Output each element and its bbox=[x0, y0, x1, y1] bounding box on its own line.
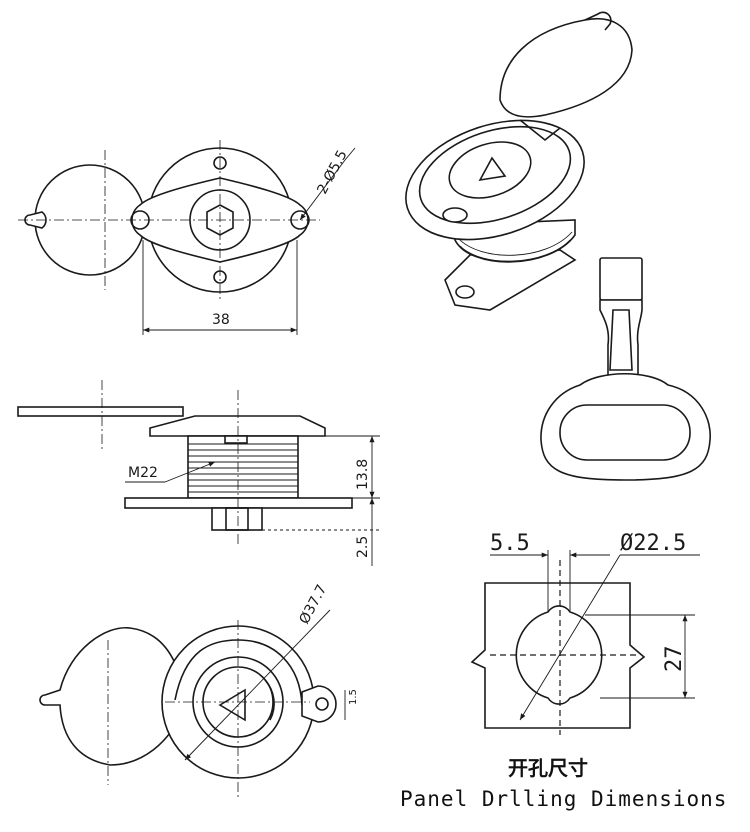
flange-side bbox=[149, 415, 326, 437]
triangle-key bbox=[540, 257, 711, 481]
panel-plate bbox=[124, 497, 353, 509]
panel-cutout-view: 5.5 Ø22.5 27 bbox=[470, 531, 700, 735]
key-tip bbox=[599, 257, 643, 301]
thread-lines bbox=[188, 443, 298, 493]
iso-hinge bbox=[519, 119, 561, 142]
iso-triangle-socket bbox=[478, 156, 507, 182]
flange-diameter-label: Ø37.7 bbox=[296, 582, 330, 627]
threaded-body bbox=[187, 435, 299, 499]
shoulder bbox=[224, 435, 248, 444]
panel-outline bbox=[470, 582, 646, 729]
cutout-shape bbox=[515, 605, 603, 705]
top-view: 2-Ø5.5 38 bbox=[18, 140, 356, 335]
key-handle bbox=[540, 372, 711, 481]
cam-nut bbox=[211, 507, 263, 531]
iso-dust-cover bbox=[499, 18, 633, 118]
front-view: Ø37.7 1.5 bbox=[39, 582, 359, 800]
dust-cover-side bbox=[17, 406, 184, 417]
key-handle-hole bbox=[559, 404, 691, 461]
dust-cover-front bbox=[39, 627, 186, 766]
iso-mounting-plate bbox=[444, 249, 577, 311]
screw-hole-top bbox=[213, 156, 227, 170]
caption-chinese: 开孔尺寸 bbox=[508, 756, 588, 780]
side-tab bbox=[301, 685, 337, 723]
body-height-label: 13.8 bbox=[355, 459, 371, 490]
caption-english: Panel Drlling Dimensions bbox=[400, 787, 727, 811]
cutout-height-label: 27 bbox=[662, 646, 687, 673]
thread-label: M22 bbox=[128, 465, 158, 481]
hole-callout-label: 2-Ø5.5 bbox=[314, 148, 350, 197]
iso-cylinder bbox=[448, 141, 532, 199]
cutout-diameter-label: Ø22.5 bbox=[620, 531, 686, 556]
isometric-view bbox=[405, 11, 633, 311]
triangle-key-socket bbox=[218, 688, 246, 722]
nut-height-label: 2.5 bbox=[355, 536, 371, 558]
dust-cover-tab bbox=[24, 211, 47, 229]
side-view: M22 13.8 2.5 bbox=[17, 380, 380, 566]
slot-width-label: 5.5 bbox=[490, 531, 530, 556]
key-shaft bbox=[599, 299, 643, 381]
width-dimension-label: 38 bbox=[212, 312, 230, 328]
tab-height-label: 1.5 bbox=[348, 689, 359, 705]
